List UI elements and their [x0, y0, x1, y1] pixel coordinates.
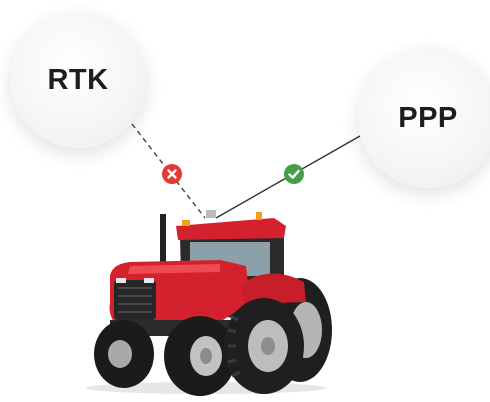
check-icon [284, 164, 304, 184]
rtk-connection-line [131, 123, 206, 219]
rtk-node: RTK [10, 12, 146, 148]
ppp-node: PPP [358, 48, 490, 188]
tractor-image [86, 210, 332, 396]
rtk-label: RTK [47, 63, 109, 96]
x-icon [162, 164, 182, 184]
ppp-label: PPP [398, 101, 458, 134]
